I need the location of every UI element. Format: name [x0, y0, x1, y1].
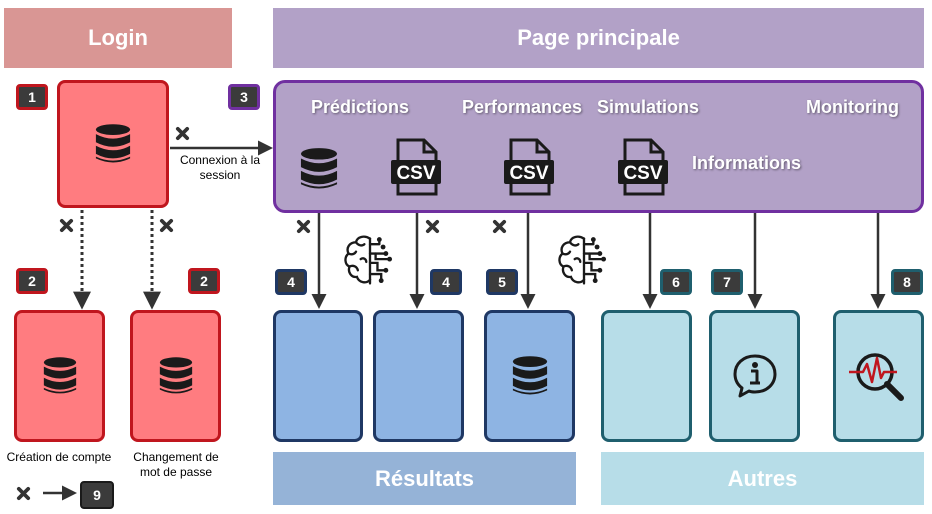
badge-legend: 9: [80, 481, 114, 509]
brain-ai-icon: [556, 232, 612, 290]
cross-icon: [492, 219, 507, 234]
tab-simulations[interactable]: Simulations: [597, 97, 700, 117]
cross-icon: [16, 486, 31, 501]
database-icon: [43, 355, 77, 397]
badge-result2: 4: [430, 269, 462, 295]
other-card-informations[interactable]: [709, 310, 800, 442]
badge-change-password: 2: [188, 268, 220, 294]
database-icon: [159, 355, 193, 397]
monitoring-search-icon: [848, 353, 904, 401]
main-page-band-title: Page principale: [517, 25, 680, 50]
tab-monitoring[interactable]: Monitoring: [806, 97, 899, 117]
tab-predictions[interactable]: Prédictions: [311, 97, 410, 117]
create-account-card[interactable]: [14, 310, 105, 442]
badge-other2: 7: [711, 269, 743, 295]
results-band: Résultats: [273, 452, 576, 505]
login-card[interactable]: [57, 80, 169, 208]
main-page-band: Page principale: [273, 8, 924, 68]
info-chat-icon: [733, 354, 776, 398]
csv-file-icon: [390, 138, 442, 196]
badge-other1: 6: [660, 269, 692, 295]
result-card-database[interactable]: [484, 310, 575, 442]
cross-icon: [425, 219, 440, 234]
badge-main: 3: [228, 84, 260, 110]
other-card-simulations[interactable]: [601, 310, 692, 442]
cross-icon: [296, 219, 311, 234]
create-account-label: Création de compte: [6, 450, 112, 464]
brain-ai-icon: [342, 232, 398, 290]
badge-result3: 5: [486, 269, 518, 295]
csv-file-icon: [617, 138, 669, 196]
database-icon: [95, 122, 131, 166]
badge-login: 1: [16, 84, 48, 110]
main-page-panel[interactable]: [273, 80, 924, 213]
tab-performances[interactable]: Performances: [462, 97, 583, 117]
others-band-title: Autres: [727, 465, 798, 491]
tab-informations[interactable]: Informations: [692, 153, 802, 173]
badge-other3: 8: [891, 269, 923, 295]
database-icon: [300, 146, 338, 192]
result-card-performances[interactable]: [373, 310, 464, 442]
other-card-monitoring[interactable]: [833, 310, 924, 442]
change-password-card[interactable]: [130, 310, 221, 442]
login-band-title: Login: [88, 25, 148, 50]
cross-icon: [59, 218, 74, 233]
result-card-predictions[interactable]: [273, 310, 363, 442]
change-password-label: Changement de mot de passe: [133, 450, 219, 479]
results-band-title: Résultats: [374, 465, 475, 491]
connexion-label: Connexion à la session: [179, 153, 261, 182]
badge-create-account: 2: [16, 268, 48, 294]
login-band: Login: [4, 8, 232, 68]
cross-icon: [159, 218, 174, 233]
cross-icon: [175, 126, 190, 141]
badge-result1: 4: [275, 269, 307, 295]
others-band: Autres: [601, 452, 924, 505]
database-icon: [512, 354, 548, 398]
csv-file-icon: [503, 138, 555, 196]
